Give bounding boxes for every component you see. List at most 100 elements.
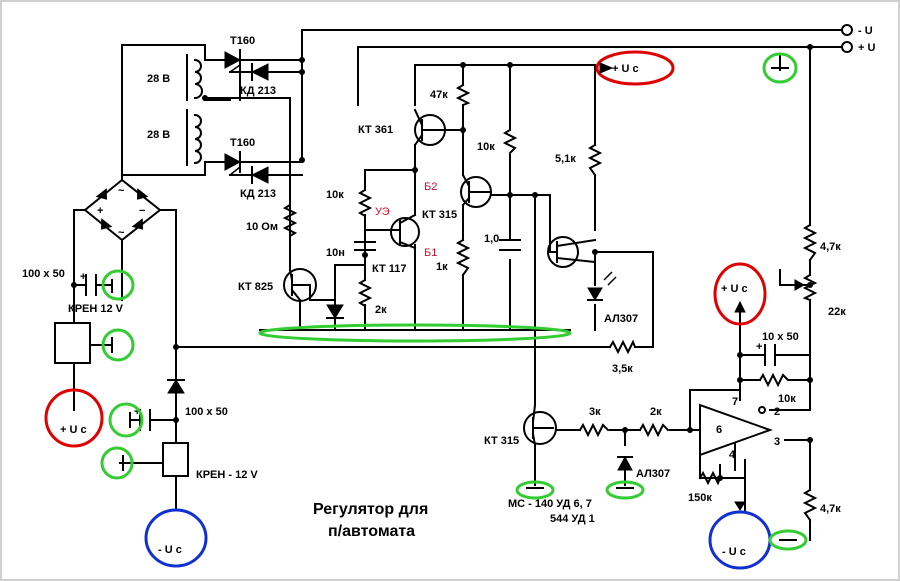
ring-green-ground-bus <box>258 323 572 343</box>
kt315-b-label: КТ 315 <box>484 435 519 447</box>
opamp-pin4-label: 4 <box>729 449 736 461</box>
ring-green-top-right <box>762 52 798 84</box>
diode-kd213-bottom <box>250 166 269 184</box>
cap-100x50-upper: + <box>80 271 97 296</box>
terminal-minus-u-label: - U <box>858 25 873 37</box>
svg-text:~: ~ <box>118 185 125 197</box>
transistor-kt825 <box>283 268 317 302</box>
diagram-title-line2: п/автомата <box>328 523 415 540</box>
terminal-plus-u-label: + U <box>858 42 875 54</box>
kt361-label: КТ 361 <box>358 124 393 136</box>
wiring <box>54 29 841 541</box>
ground-stubs <box>111 67 797 541</box>
ring-red-right <box>713 262 767 326</box>
svg-text:+: + <box>80 271 86 283</box>
bridge-rectifier: ~ ~ + − <box>83 178 162 242</box>
resistor-22k-label: 22к <box>828 306 846 318</box>
ujt-b2-label: Б2 <box>424 181 437 193</box>
resistor-47k-b-label: 4,7к <box>820 503 841 515</box>
resistor-10k-b-label: 10к <box>477 141 495 153</box>
resistor-10k-a <box>357 188 373 218</box>
opamp-pin2-label: 2 <box>774 406 780 418</box>
resistor-2k-b-label: 2к <box>650 406 662 418</box>
resistor-4-7k-a <box>802 223 818 262</box>
arrow-minus-uc <box>734 501 746 511</box>
diode-bottom-label: КД 213 <box>240 188 276 200</box>
led-al307-upper <box>587 271 617 301</box>
winding-top-label: 28 В <box>147 73 170 85</box>
resistor-10k-c-label: 10к <box>778 393 796 405</box>
transistor-kt315-lower <box>523 403 557 447</box>
al307-b-label: АЛ307 <box>636 468 670 480</box>
resistor-2k-label: 2к <box>375 304 387 316</box>
led-al307-lower <box>617 455 633 471</box>
resistor-1k-label: 1к <box>436 261 448 273</box>
resistor-10k-a-label: 10к <box>326 189 344 201</box>
opamp-part1: МС - 140 УД 6, 7 <box>508 498 592 510</box>
ring-red-top <box>595 50 675 86</box>
diode-kd213-top <box>250 63 269 81</box>
cap-1-0-label: 1,0 <box>484 233 499 245</box>
transistor-kt361 <box>413 108 446 147</box>
transistor-right <box>547 229 597 268</box>
ring-green-47k <box>768 529 808 551</box>
diagram-title-line1: Регулятор для <box>313 501 428 518</box>
resistor-47k <box>455 83 471 107</box>
cap-upper-label: 100 х 50 <box>22 268 65 280</box>
ring-red-left <box>44 388 104 448</box>
thyristor-bottom <box>224 151 242 176</box>
supply-plus-uc-right: + U c <box>721 283 748 295</box>
opamp-pin3-label: 3 <box>774 436 780 448</box>
terminal-plus-u <box>841 41 853 53</box>
regulator-lower-label: КРЕН - 12 V <box>196 469 258 481</box>
opamp-pin2-circle <box>758 406 766 414</box>
winding-bottom-label: 28 В <box>147 129 170 141</box>
transistor-kt315-upper <box>460 173 492 208</box>
resistor-35k-label: 3,5к <box>612 363 633 375</box>
opamp-part2: 544 УД 1 <box>550 513 595 525</box>
resistor-3k-label: 3к <box>589 406 601 418</box>
resistor-4-7k-b <box>802 488 818 522</box>
kt825-label: КТ 825 <box>238 281 273 293</box>
resistor-10k-b <box>502 128 518 155</box>
regulator-upper-label: КРЕН 12 V <box>68 303 124 315</box>
svg-text:~: ~ <box>118 227 125 239</box>
regulator-upper <box>54 322 91 364</box>
thyristor-bottom-label: Т160 <box>230 137 255 149</box>
opamp-pin7-label: 7 <box>732 396 738 408</box>
resistor-47k-a-label: 4,7к <box>820 241 841 253</box>
potentiometer-22k <box>794 273 818 302</box>
supply-plus-uc-left: + U c <box>60 424 87 436</box>
cap-10x50: + <box>756 341 776 366</box>
cap-10x50-label: 10 х 50 <box>762 331 799 343</box>
diode-kt825 <box>326 304 344 319</box>
resistor-47k-label: 47к <box>430 89 448 101</box>
thyristor-top-label: Т160 <box>230 35 255 47</box>
opamp <box>699 403 773 457</box>
svg-text:+: + <box>97 205 103 217</box>
ring-green-al307 <box>605 480 645 500</box>
ring-green-kt315 <box>515 480 555 500</box>
al307-a-label: АЛ307 <box>604 313 638 325</box>
ring-green-lower-reg <box>100 446 134 480</box>
resistor-51k-label: 5,1к <box>555 153 576 165</box>
supply-minus-uc-right: - U c <box>722 546 746 558</box>
arrow-plus-uc <box>734 300 746 313</box>
ring-green-upper-cap <box>101 269 135 301</box>
ring-blue-left <box>144 508 208 568</box>
resistor-3-5k <box>608 339 637 355</box>
terminal-minus-u <box>841 24 853 36</box>
resistor-3k <box>578 422 610 438</box>
diode-top-label: КД 213 <box>240 85 276 97</box>
diode-lower <box>167 379 185 394</box>
kt117-label: КТ 117 <box>372 263 407 275</box>
resistor-2k <box>357 278 373 308</box>
resistor-10ohm-label: 10 Ом <box>246 221 278 233</box>
cap-lower-label: 100 х 50 <box>185 406 228 418</box>
cap-10n-label: 10н <box>326 247 345 259</box>
svg-text:+: + <box>756 341 762 353</box>
supply-plus-uc-top: + U c <box>612 63 639 75</box>
thyristor-top <box>224 49 242 73</box>
ujt-ue-label: УЭ <box>375 206 390 218</box>
